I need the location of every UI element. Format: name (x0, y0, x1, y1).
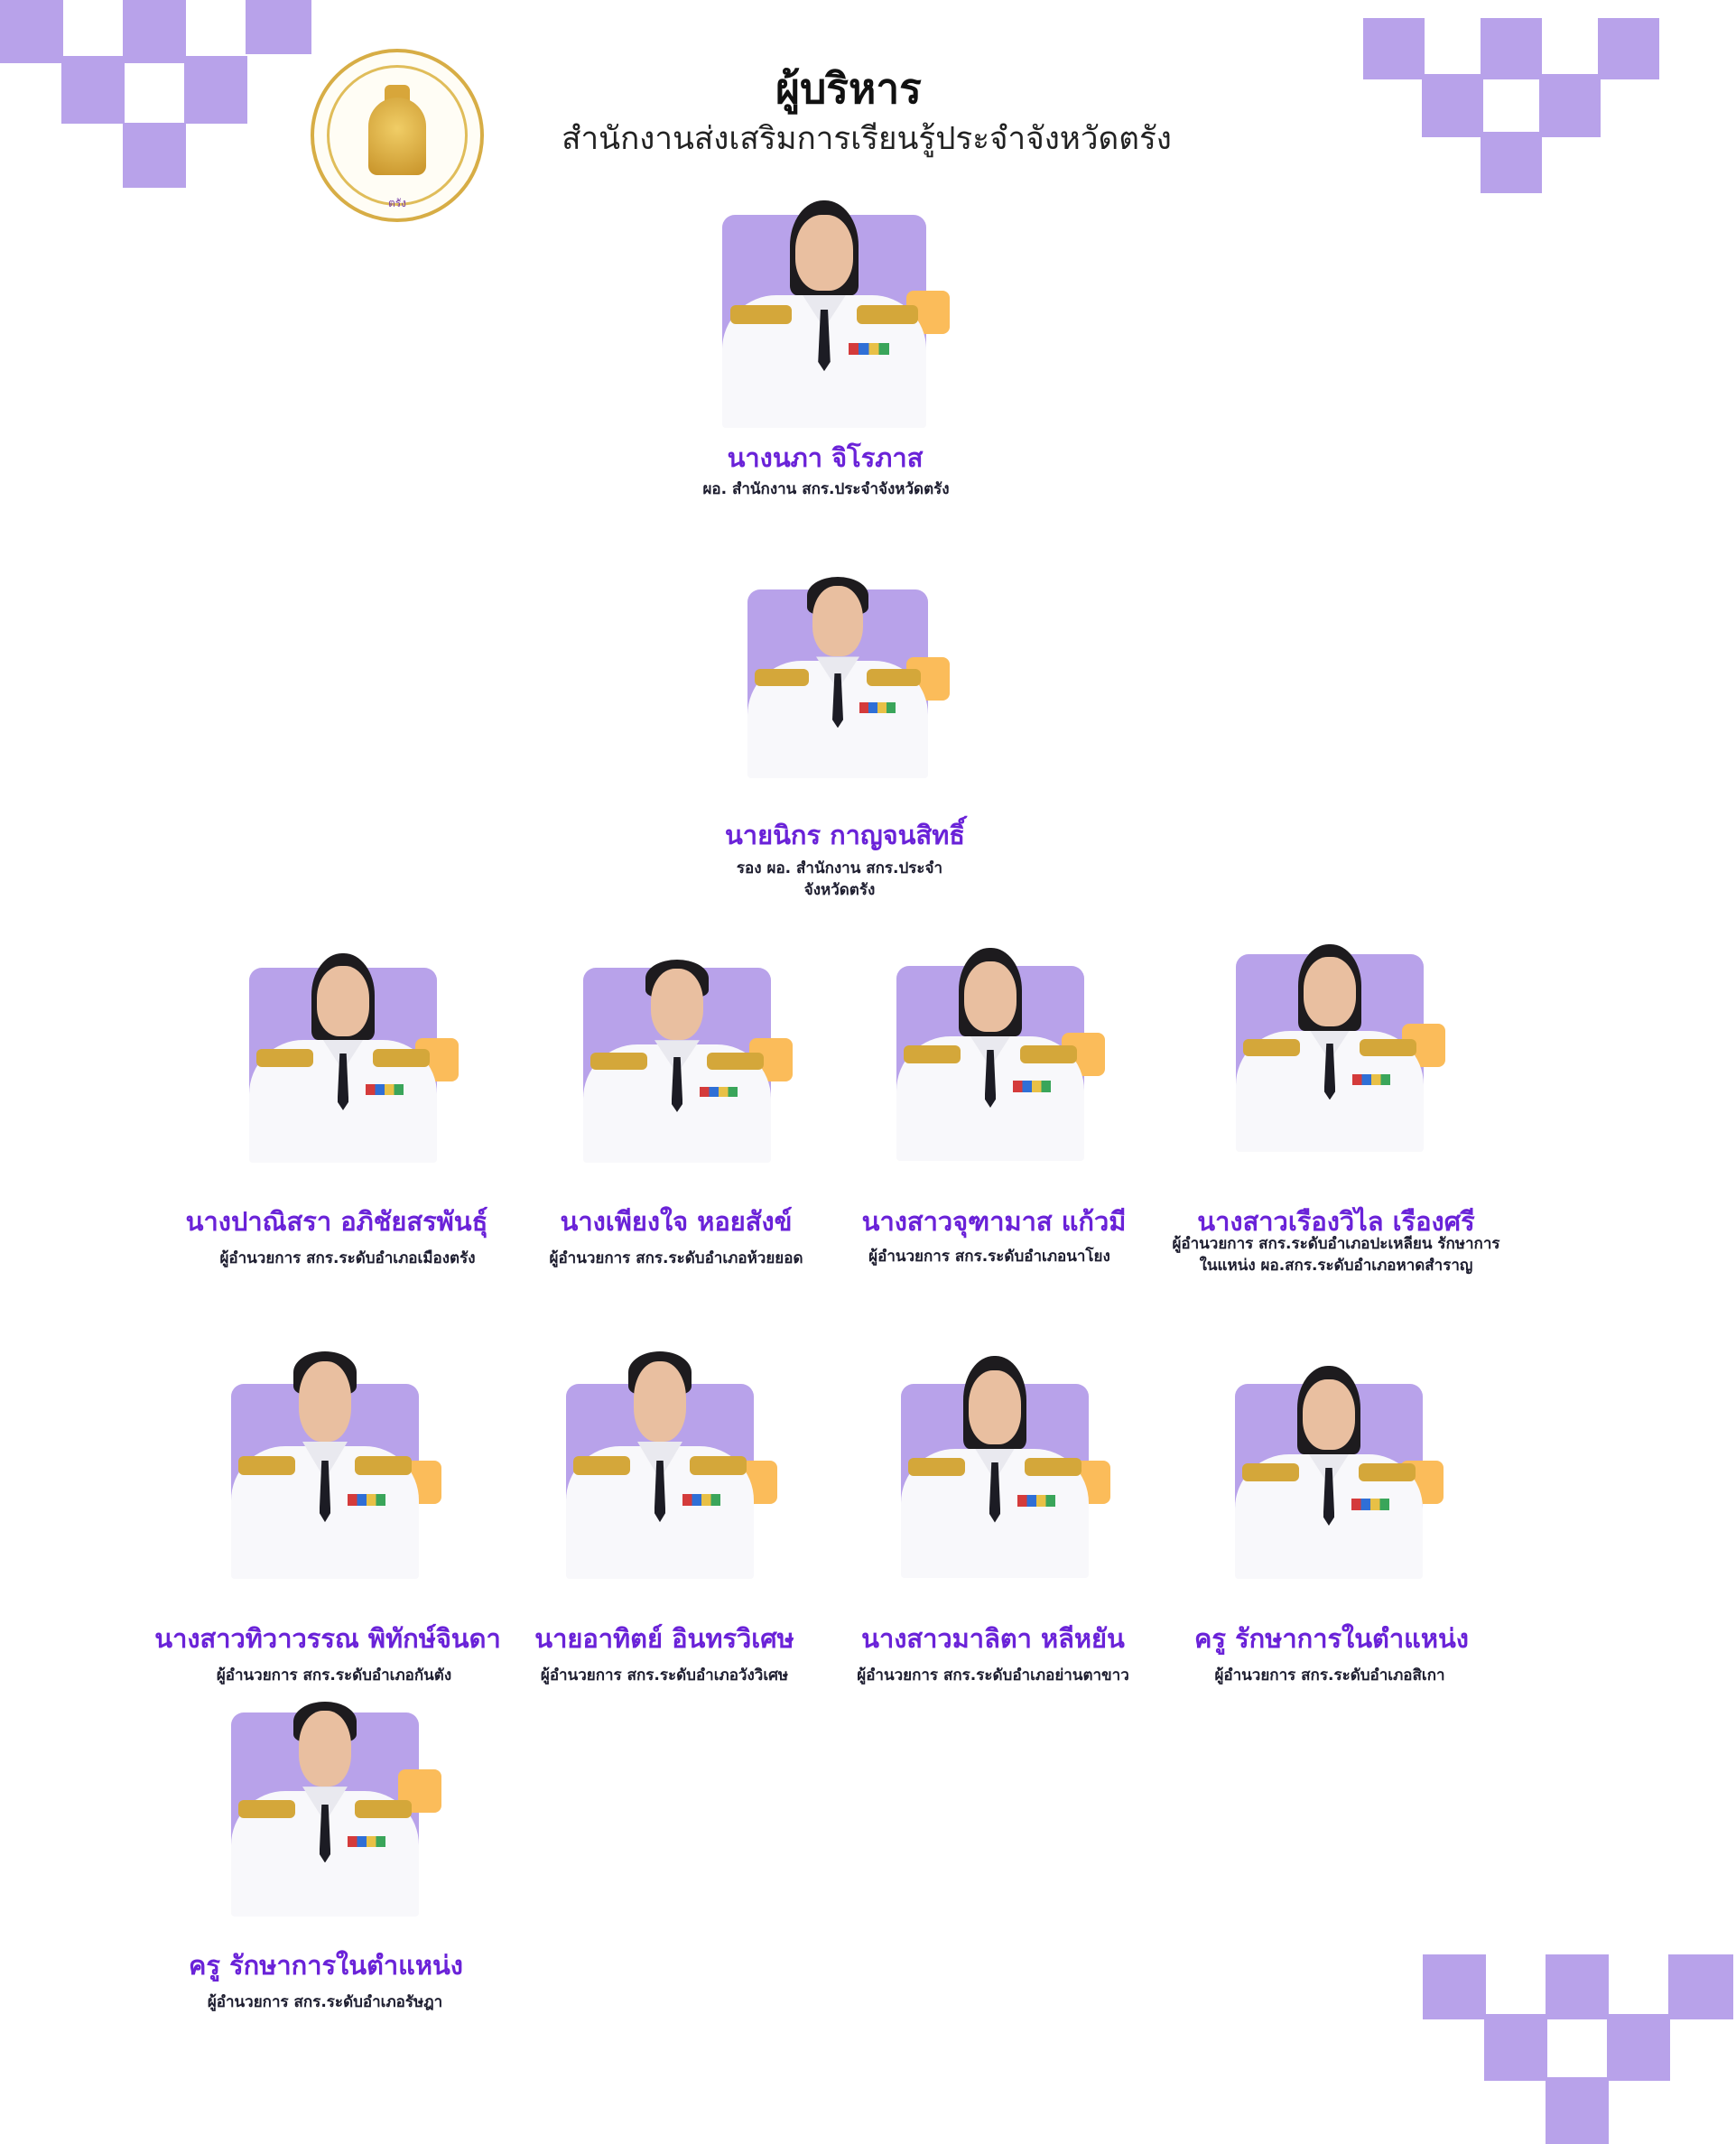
person-photo (249, 944, 437, 1163)
seal-emblem-icon (368, 97, 426, 175)
person-role: ผู้อำนวยการ สกร.ระดับอำเภอเมืองตรัง (219, 1249, 476, 1267)
person-name: ครู รักษาการในตำแหน่ง (189, 1950, 463, 1981)
person-photo (722, 191, 926, 428)
person-name: นางเพียงใจ หอยสังข์ (560, 1206, 793, 1237)
person-name: นางสาวทิวาวรรณ พิทักษ์จินดา (154, 1623, 501, 1654)
person-role: ผู้อำนวยการ สกร.ระดับอำเภอห้วยยอด (549, 1249, 803, 1267)
person-name: นางสาวมาลิตา หลีหยัน (861, 1623, 1125, 1654)
person-role: ผู้อำนวยการ สกร.ระดับอำเภอรัษฎา (207, 1993, 443, 2011)
decor-pattern-top-left (0, 0, 311, 190)
person-role: ผอ. สำนักงาน สกร.ประจำจังหวัดตรัง (702, 480, 950, 498)
person-name: นายอาทิตย์ อินทรวิเศษ (534, 1623, 794, 1654)
person-photo (1235, 1357, 1423, 1579)
person-role: ผู้อำนวยการ สกร.ระดับอำเภอย่านตาขาว (857, 1666, 1129, 1685)
person-name: นางปาณิสรา อภิชัยสรพันธุ์ (185, 1206, 488, 1237)
person-role: ผู้อำนวยการ สกร.ระดับอำเภอวังวิเศษ (540, 1666, 789, 1685)
person-photo (583, 951, 771, 1163)
person-photo (747, 569, 928, 778)
department-seal-logo: ตรัง (311, 49, 484, 222)
person-photo (231, 1342, 419, 1579)
person-name: นางสาวจุฑามาส แก้วมี (861, 1206, 1127, 1237)
person-photo (901, 1347, 1089, 1578)
page-subtitle: สำนักงานส่งเสริมการเรียนรู้ประจำจังหวัดต… (562, 121, 1172, 157)
person-photo (1236, 935, 1424, 1152)
person-role: ผู้อำนวยการ สกร.ระดับอำเภอนาโยง (868, 1248, 1110, 1266)
page-title: ผู้บริหาร (775, 64, 922, 113)
person-name: นางนภา จิโรภาส (727, 442, 924, 473)
person-role: ผู้อำนวยการ สกร.ระดับอำเภอปะเหลียน รักษา… (1172, 1235, 1500, 1275)
person-photo (566, 1342, 754, 1579)
decor-pattern-top-right (1363, 18, 1661, 194)
person-role: ผู้อำนวยการ สกร.ระดับอำเภอกันตัง (216, 1666, 452, 1685)
person-role: ผู้อำนวยการ สกร.ระดับอำเภอสิเกา (1214, 1666, 1445, 1685)
person-photo (231, 1693, 419, 1917)
seal-bottom-text: ตรัง (387, 197, 407, 209)
person-name: นางสาวเรืองวิไล เรืองศรี (1197, 1206, 1475, 1237)
person-name: ครู รักษาการในตำแหน่ง (1194, 1623, 1469, 1654)
person-photo (896, 939, 1084, 1161)
person-role: รอง ผอ. สำนักงาน สกร.ประจำจังหวัดตรัง (736, 859, 943, 899)
decor-pattern-bottom-right (1423, 1954, 1736, 2144)
seal-ring (327, 65, 468, 206)
person-name: นายนิกร กาญจนสิทธิ์ (724, 820, 966, 850)
